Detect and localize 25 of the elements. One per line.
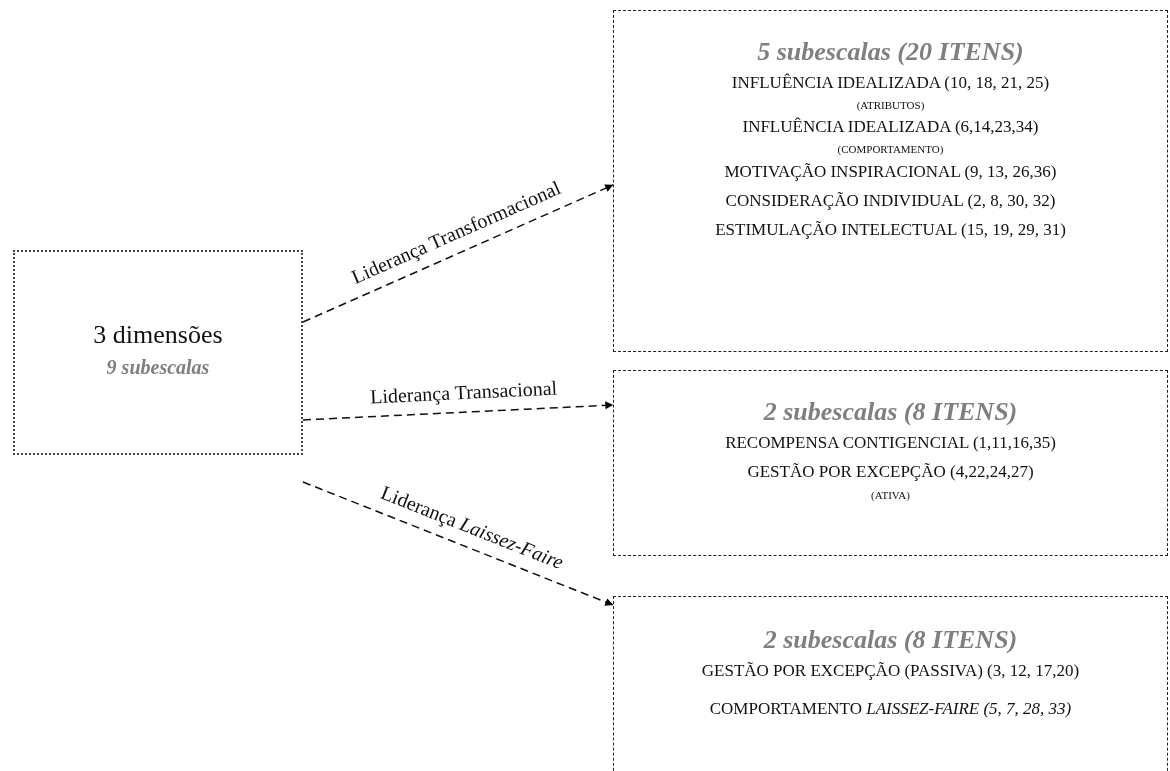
subscale-item: MOTIVAÇÃO INSPIRACIONAL (9, 13, 26,36) (724, 162, 1057, 182)
subscale-note: (ATIVA) (871, 489, 910, 501)
subscale-item: ESTIMULAÇÃO INTELECTUAL (15, 19, 29, 31) (715, 220, 1066, 240)
dashed-arrow (302, 184, 614, 323)
group-heading: 2 subescalas (8 ITENS) (763, 625, 1018, 655)
subscale-item: RECOMPENSA CONTIGENCIAL (1,11,16,35) (725, 433, 1056, 453)
subscale-item: INFLUÊNCIA IDEALIZADA (10, 18, 21, 25) (731, 73, 1050, 93)
group-heading: 2 subescalas (8 ITENS) (763, 397, 1018, 427)
subscale-item: INFLUÊNCIA IDEALIZADA (6,14,23,34) (742, 117, 1039, 137)
dashed-arrow (302, 481, 614, 606)
subscale-item: GESTÃO POR EXCEPÇÃO (PASSIVA) (3, 12, 17,20) (701, 661, 1080, 681)
dashed-box (613, 10, 1168, 352)
subscale-item: CONSIDERAÇÃO INDIVIDUAL (2, 8, 30, 32) (725, 191, 1056, 211)
group-heading: 5 subescalas (20 ITENS) (757, 37, 1024, 67)
dashed-box (613, 596, 1168, 771)
node-title: 3 dimensões (93, 320, 223, 350)
dashed-box (613, 370, 1168, 556)
subscale-item: COMPORTAMENTO LAISSEZ-FAIRE (5, 7, 28, 33) (709, 699, 1072, 719)
dashed-box (13, 250, 303, 455)
subscale-item: GESTÃO POR EXCEPÇÃO (4,22,24,27) (747, 462, 1034, 482)
edge-label: Liderança Transacional (369, 376, 558, 409)
node-subtitle: 9 subescalas (106, 356, 210, 379)
dashed-arrow (302, 401, 614, 421)
subscale-note: (ATRIBUTOS) (856, 99, 925, 111)
subscale-note: (COMPORTAMENTO) (837, 143, 944, 155)
